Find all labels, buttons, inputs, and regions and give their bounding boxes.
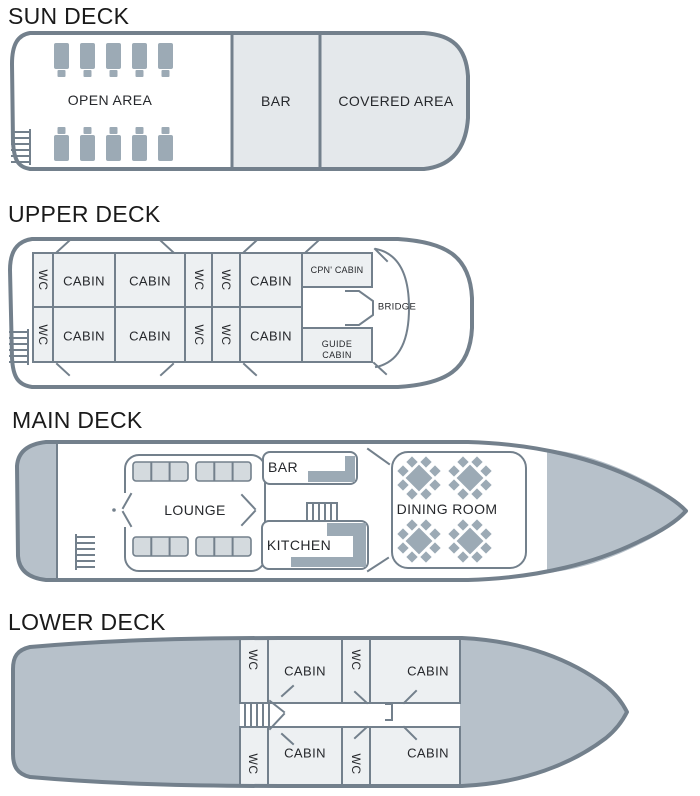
cabin-label: CABIN (129, 273, 171, 289)
wc-label: WC (192, 324, 206, 346)
kitchen-counter (291, 523, 366, 567)
cabin-label: CABIN (250, 273, 292, 289)
stairs-icon (306, 502, 338, 522)
sun-hull-outline (10, 31, 470, 171)
wc-label: WC (219, 324, 233, 346)
stern-deck-area (17, 442, 57, 580)
upper-deck-plan (8, 237, 474, 389)
lounge-entry (121, 492, 257, 528)
cabin-label: CABIN (63, 273, 105, 289)
door-marker (112, 508, 116, 512)
covered-area-label: COVERED AREA (338, 93, 454, 109)
bar-label: BAR (268, 459, 298, 475)
cabin-label: CABIN (129, 328, 171, 344)
wc-label: WC (192, 269, 206, 291)
cabin-label: CABIN (284, 745, 326, 761)
upper-door-swings (55, 239, 389, 377)
cabin-label: CABIN (407, 663, 449, 679)
cabin-label: CABIN (407, 745, 449, 761)
wc-label: WC (36, 324, 50, 346)
lower-deck-title: LOWER DECK (8, 609, 166, 635)
bar-counter (308, 456, 355, 482)
bow-deck-area (547, 449, 684, 573)
lower-deck-plan (11, 636, 629, 788)
partition-walls (366, 447, 391, 573)
main-hull-outline (15, 440, 688, 582)
lower-hull-outline (11, 636, 629, 788)
lower-cabin-cells (239, 637, 461, 787)
wc-label: WC (219, 269, 233, 291)
upper-hull-outline (8, 237, 474, 389)
wc-label: WC (36, 269, 50, 291)
bar-label: BAR (261, 93, 291, 109)
lower-door-swings (268, 684, 418, 746)
dining-room-label: DINING ROOM (396, 501, 498, 517)
stairs-icon (244, 704, 270, 726)
main-deck-plan (15, 440, 688, 582)
sun-aft-panel (232, 33, 468, 169)
wc-label: WC (246, 753, 260, 775)
wc-label: WC (349, 753, 363, 775)
captain-cabin-label: CPN' CABIN (310, 265, 364, 275)
cabin-label: CABIN (63, 328, 105, 344)
wc-label: WC (349, 649, 363, 671)
wc-label: WC (246, 649, 260, 671)
open-area-label: OPEN AREA (67, 92, 153, 108)
guide-cabin-label: GUIDE CABIN (321, 339, 353, 360)
kitchen-label: KITCHEN (266, 537, 332, 553)
bridge-label: BRIDGE (377, 301, 417, 313)
cabin-label: CABIN (284, 663, 326, 679)
upper-deck-title: UPPER DECK (8, 201, 161, 227)
sun-deck-plan (10, 31, 470, 171)
sun-walls (230, 31, 322, 171)
main-deck-title: MAIN DECK (12, 407, 143, 433)
lounge-entry-gap (121, 493, 129, 527)
helm-console-icon (345, 290, 374, 326)
upper-cabin-cells (32, 252, 373, 363)
lounge-label: LOUNGE (164, 502, 226, 518)
bridge-windshield (374, 247, 411, 369)
cabin-label: CABIN (250, 328, 292, 344)
sun-deck-title: SUN DECK (8, 3, 130, 29)
